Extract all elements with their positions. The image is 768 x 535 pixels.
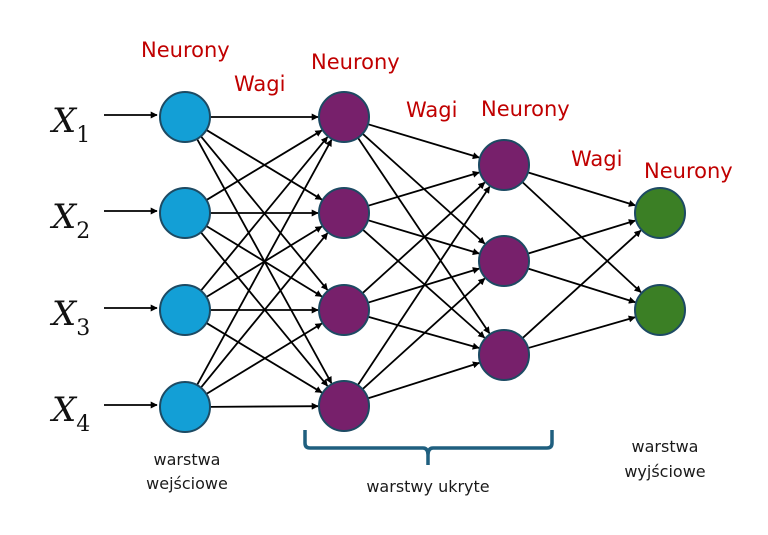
weights-label-1: Wagi xyxy=(234,72,285,96)
output-neuron-1 xyxy=(634,187,686,239)
hidden-2-neuron-3 xyxy=(478,329,530,381)
input-var-1: X1 xyxy=(49,101,90,148)
neurons-label-hidden-2: Neurony xyxy=(481,97,570,121)
hidden-1-neuron-2 xyxy=(318,187,370,239)
connection-l2-n2-to-n1 xyxy=(367,170,480,207)
connection-l2-n2-to-n3 xyxy=(362,228,486,339)
connection-l1-n4-to-n1 xyxy=(196,139,333,386)
weights-label-2: Wagi xyxy=(406,98,457,122)
input-var-3: X3 xyxy=(49,294,90,341)
output-layer-caption-line2: wyjściowe xyxy=(624,462,705,481)
neurons-label-output: Neurony xyxy=(644,159,733,183)
connection-l2-n3-to-n1 xyxy=(361,181,486,294)
connection-l2-n4-to-n2 xyxy=(361,277,486,390)
connection-l2-n4-to-n3 xyxy=(367,361,480,400)
connection-l2-n4-to-n1 xyxy=(357,186,491,386)
connection-l2-n1-to-n3 xyxy=(357,137,491,335)
neurons-label-input: Neurony xyxy=(141,38,230,62)
connection-l1-n4-to-n4 xyxy=(209,402,319,410)
output-layer-caption-line1: warstwa xyxy=(632,437,699,456)
hidden-layers-bracket xyxy=(303,430,554,465)
connection-l1-n4-to-n3 xyxy=(205,322,323,395)
hidden-1-neuron-4 xyxy=(318,380,370,432)
input-neuron-4 xyxy=(159,381,211,433)
input-neuron-2 xyxy=(159,187,211,239)
connection-l3-n3-to-n1 xyxy=(521,229,642,339)
connection-l3-n2-to-n1 xyxy=(527,219,636,255)
connection-l1-n4-to-n2 xyxy=(200,232,329,389)
connection-l1-n2-to-n1 xyxy=(205,129,323,201)
connection-l3-n3-to-n2 xyxy=(527,315,636,349)
input-layer-caption-line1: warstwa xyxy=(154,450,221,469)
weights-label-3: Wagi xyxy=(571,147,622,171)
input-neuron-3 xyxy=(159,284,211,336)
neurons xyxy=(159,91,686,433)
connections xyxy=(196,113,642,410)
input-var-2: X2 xyxy=(49,197,90,244)
hidden-1-neuron-3 xyxy=(318,284,370,336)
hidden-1-neuron-1 xyxy=(318,91,370,143)
connection-l2-n3-to-n3 xyxy=(367,315,480,350)
hidden-2-neuron-1 xyxy=(478,139,530,191)
hidden-layers-caption: warstwy ukryte xyxy=(366,477,489,496)
hidden-2-neuron-2 xyxy=(478,235,530,287)
neurons-label-hidden-1: Neurony xyxy=(311,50,400,74)
connection-l1-n3-to-n1 xyxy=(200,136,329,292)
connection-l2-n1-to-n1 xyxy=(367,123,480,160)
input-layer-caption-line2: wejściowe xyxy=(146,474,228,493)
input-arrows xyxy=(104,111,158,409)
output-neuron-2 xyxy=(634,284,686,336)
input-neuron-1 xyxy=(159,91,211,143)
input-variables: X1 X2 X3 X4 xyxy=(49,101,90,437)
connection-l3-n1-to-n1 xyxy=(527,171,636,207)
input-var-4: X4 xyxy=(49,390,90,437)
